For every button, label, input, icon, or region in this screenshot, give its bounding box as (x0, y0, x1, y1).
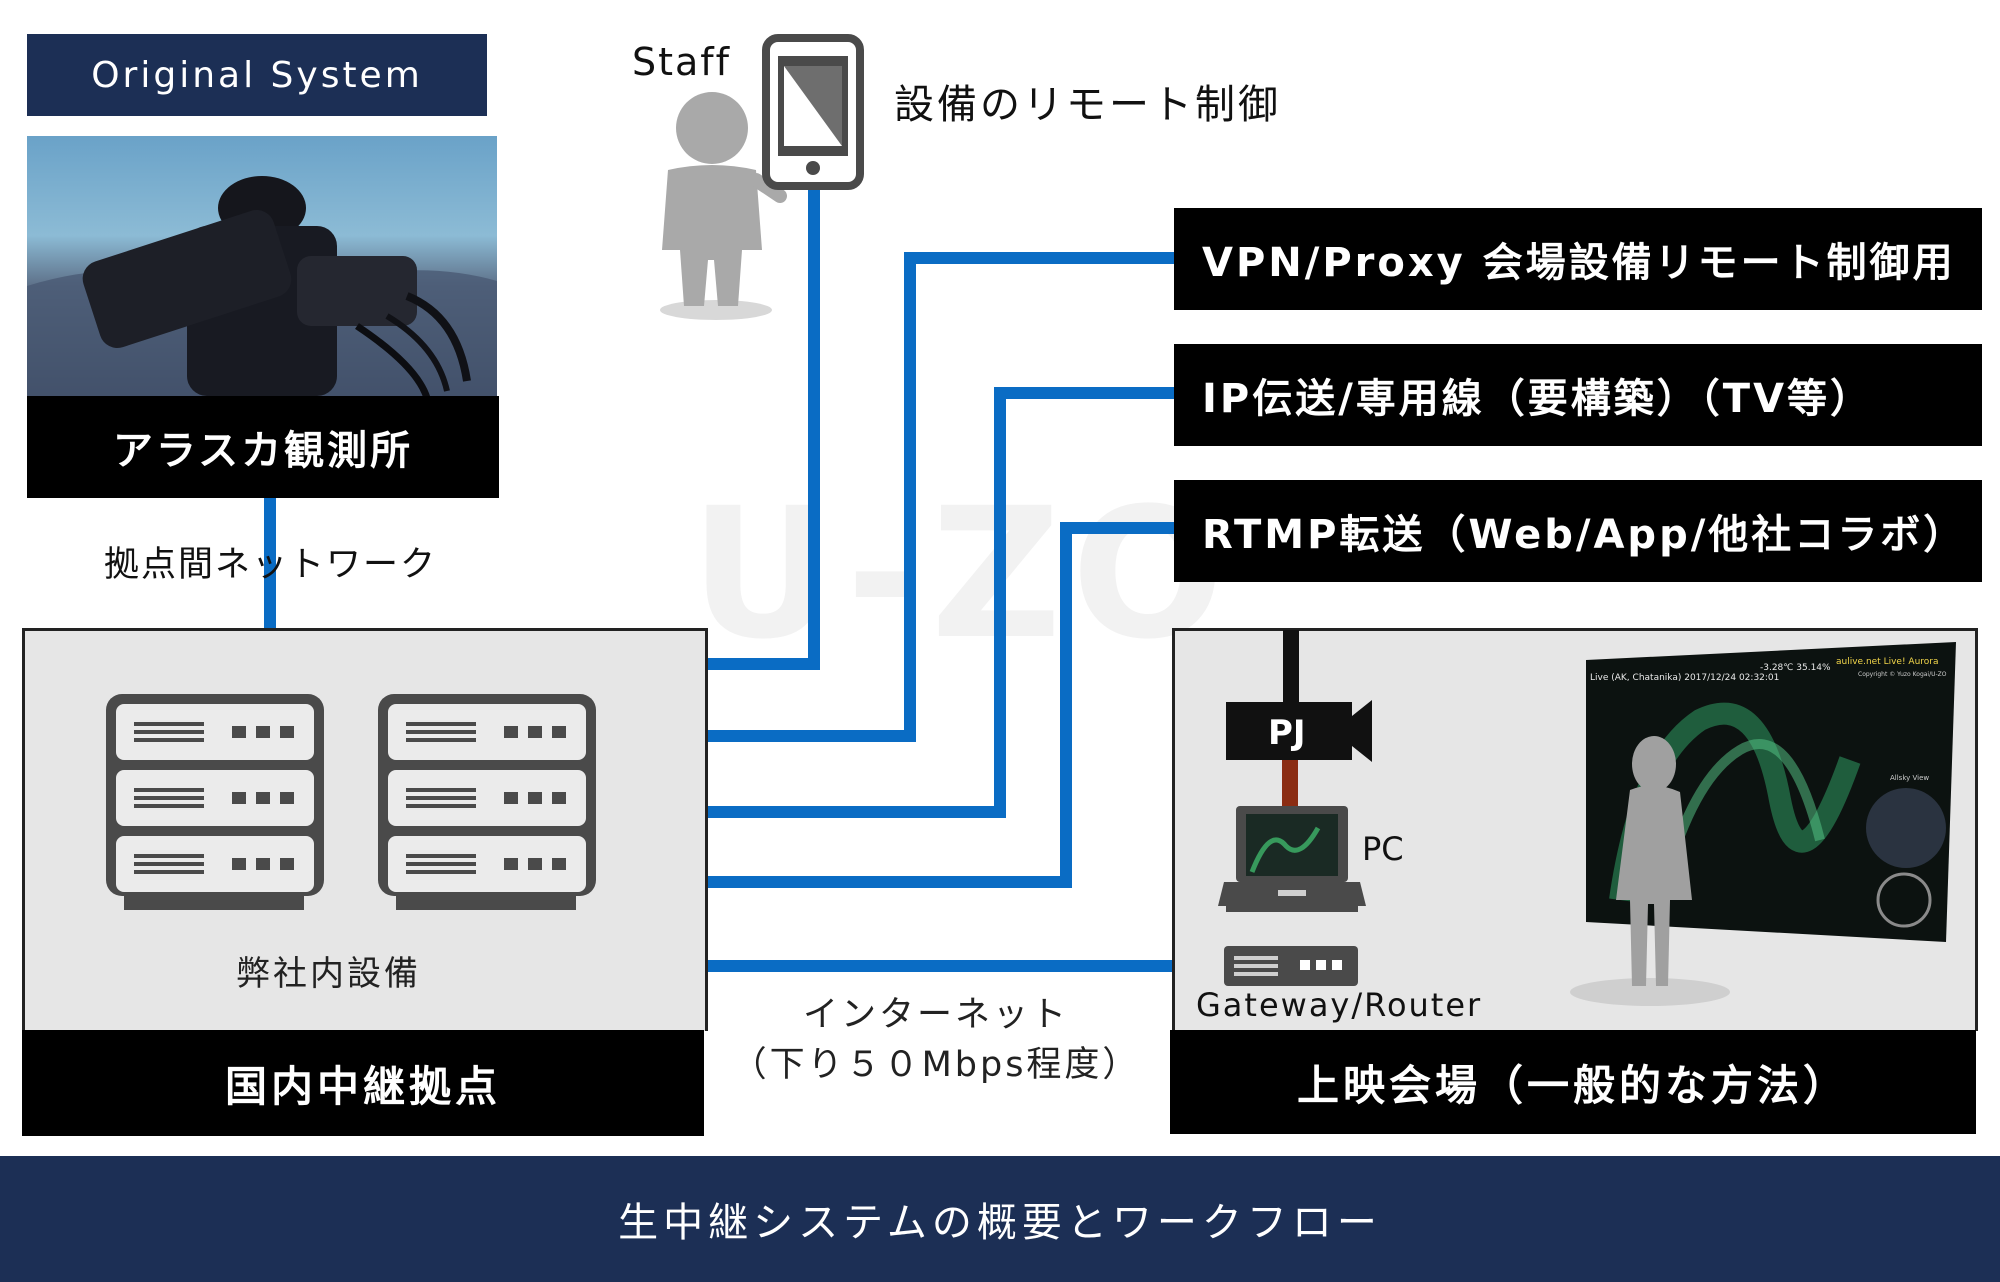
vpn-proxy-label: VPN/Proxy 会場設備リモート制御用 (1174, 208, 1982, 310)
staff-label: Staff (632, 40, 732, 84)
router-icon (1224, 946, 1358, 986)
camera-silhouette-icon (27, 176, 497, 398)
svg-text:Allsky View: Allsky View (1890, 774, 1929, 782)
laptop-icon (1218, 806, 1366, 912)
watermark: U-ZO (690, 470, 1235, 679)
rtmp-transfer-label: RTMP転送（Web/App/他社コラボ） (1174, 480, 1982, 582)
svg-text:-3.28℃ 35.14%: -3.28℃ 35.14% (1760, 663, 1831, 673)
original-system-badge: Original System (27, 34, 487, 116)
internet-label: インターネット （下り５０Mbps程度） (716, 990, 1156, 1090)
internet-line1: インターネット (802, 995, 1069, 1035)
staff-remote-line (704, 190, 820, 670)
ip-transfer-label: IP伝送/専用線（要構築）（TV等） (1174, 344, 1982, 446)
venue-label: 上映会場（一般的な方法） (1170, 1030, 1976, 1134)
server-rack-icon (378, 694, 596, 910)
pc-label: PC (1362, 830, 1404, 868)
projector-icon: PJ (1226, 700, 1372, 762)
facility-caption: 弊社内設備 (236, 954, 421, 994)
footer-title: 生中継システムの概要とワークフロー (0, 1156, 2000, 1282)
pj-text: PJ (1268, 713, 1306, 753)
domestic-relay-label: 国内中継拠点 (22, 1030, 704, 1136)
server-rack-icon (106, 694, 324, 910)
alaska-camera-photo (27, 136, 497, 398)
gateway-router-label: Gateway/Router (1196, 986, 1483, 1024)
vpn-line (704, 252, 1176, 742)
ip-line (704, 387, 1176, 818)
viewer-silhouette-icon (1570, 736, 1730, 1006)
internet-line2: （下り５０Mbps程度） (731, 1045, 1141, 1085)
remote-control-label: 設備のリモート制御 (894, 82, 1281, 128)
svg-text:Live (AK, Chatanika) 2017/12: Live (AK, Chatanika) 2017/12/24 02:32:01 (1590, 673, 1779, 683)
svg-text:Copyright © Yuzo Kogai/U-ZO: Copyright © Yuzo Kogai/U-ZO (1858, 671, 1947, 678)
inter-site-network-label: 拠点間ネットワーク (104, 545, 438, 585)
staff-body-icon (662, 165, 762, 306)
staff-head-icon (676, 92, 748, 164)
svg-text:aulive.net Live! Aurora: aulive.net Live! Aurora (1836, 657, 1939, 667)
alaska-observatory-label: アラスカ観測所 (27, 396, 499, 498)
rtmp-line (704, 522, 1176, 888)
